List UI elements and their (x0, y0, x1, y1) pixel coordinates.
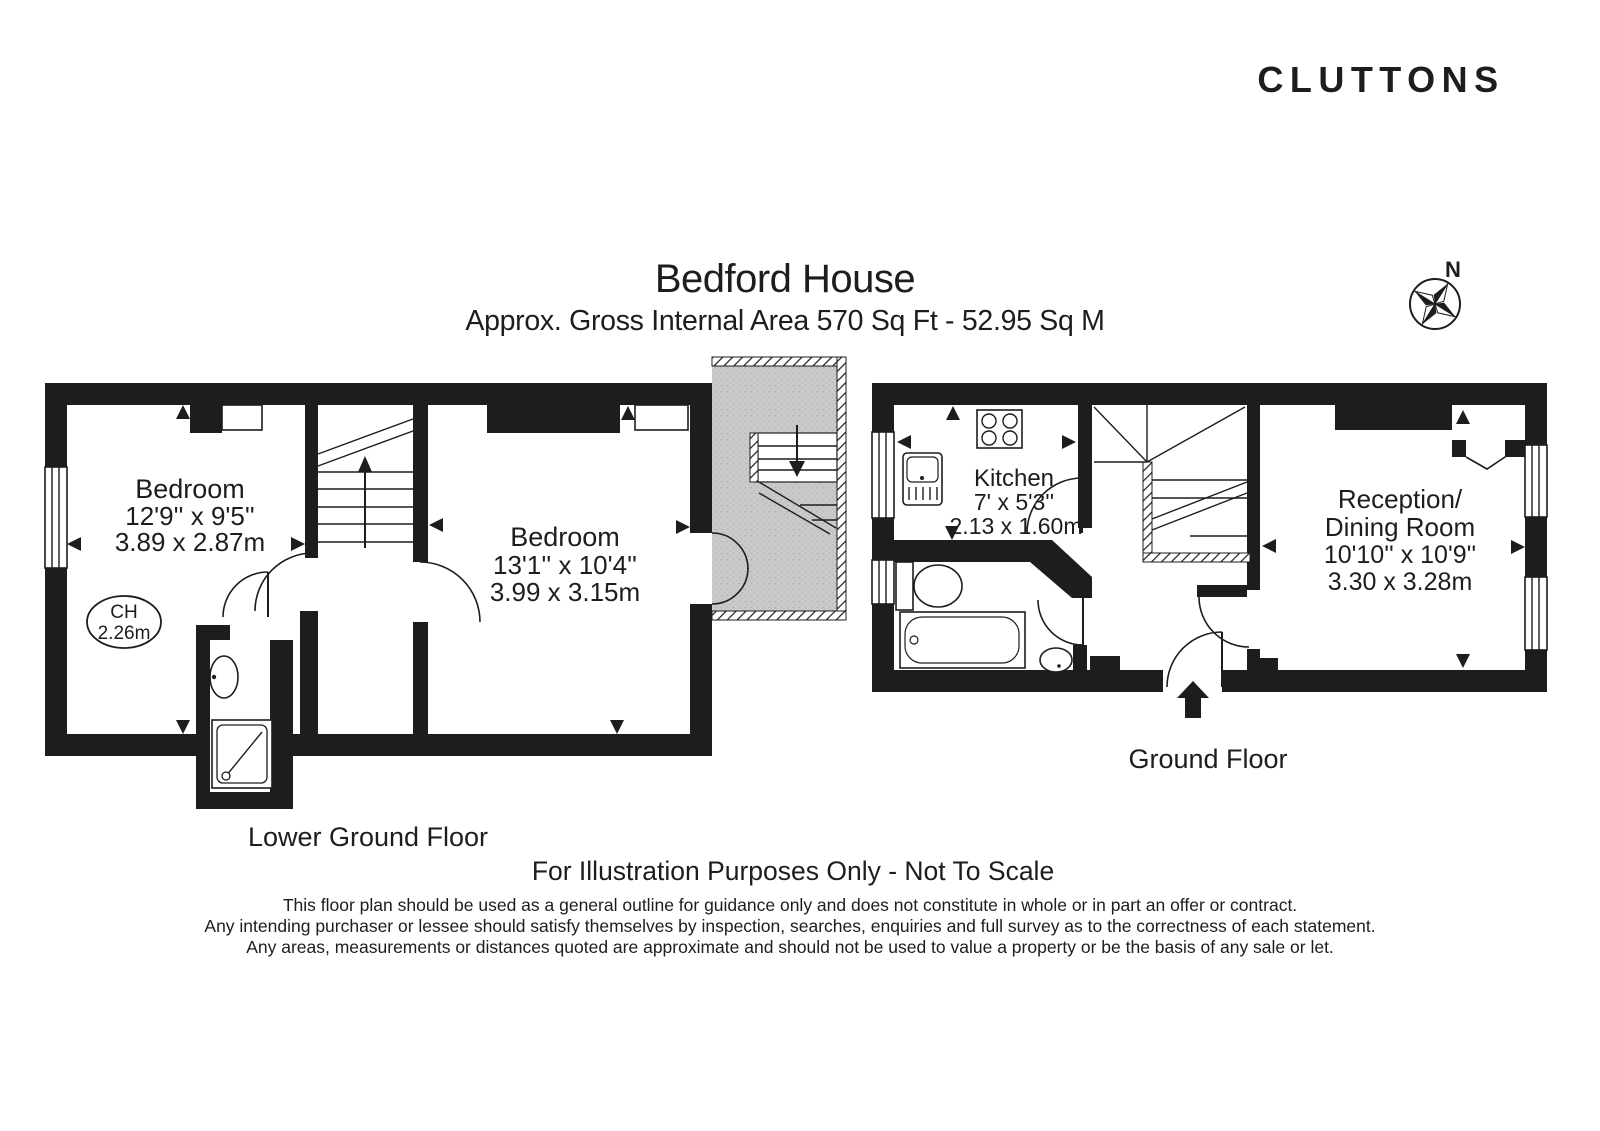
svg-text:Bedroom: Bedroom (510, 522, 620, 552)
bedroom2-label: Bedroom 13'1'' x 10'4'' 3.99 x 3.15m (490, 522, 640, 607)
ground-stairs (1093, 405, 1248, 537)
stairs-down-arrow (789, 425, 805, 477)
lower-doors (222, 532, 749, 623)
stairs-up-arrow (358, 456, 372, 548)
svg-text:2.13 x 1.60m: 2.13 x 1.60m (950, 513, 1083, 539)
bathtub-icon (899, 611, 1026, 669)
lower-ground-plan: CH 2.26m Bedroom 12'9'' x 9'5'' 3.89 x 2… (44, 356, 847, 852)
shower-room (209, 655, 273, 789)
cupboard-bedroom2 (634, 404, 689, 431)
kitchen-window (871, 431, 895, 519)
svg-text:Kitchen: Kitchen (974, 465, 1054, 492)
washbasin-icon (1039, 647, 1073, 673)
ground-floor-caption: Ground Floor (1128, 744, 1287, 774)
shower-tray-icon (211, 719, 273, 789)
ground-doors (1026, 477, 1250, 688)
basin-icon (209, 655, 239, 699)
hob-icon (976, 409, 1023, 449)
reception-window-upper (1524, 444, 1548, 518)
toilet-icon (895, 561, 963, 611)
svg-text:7' x 5'3'': 7' x 5'3'' (974, 489, 1054, 515)
svg-text:13'1'' x 10'4'': 13'1'' x 10'4'' (493, 550, 637, 580)
front-door-chevron (1465, 454, 1509, 470)
bedroom1-window (44, 466, 68, 569)
compass-north-label: N (1445, 257, 1461, 282)
reception-label: Reception/ Dining Room 10'10'' x 10'9'' … (1324, 484, 1476, 596)
svg-text:3.30 x 3.28m: 3.30 x 3.28m (1328, 568, 1473, 596)
footer: For Illustration Purposes Only - Not To … (204, 856, 1375, 957)
disclaimer-line-2: Any intending purchaser or lessee should… (204, 916, 1375, 936)
svg-text:12'9'' x 9'5'': 12'9'' x 9'5'' (125, 501, 255, 531)
disclaimer-line-3: Any areas, measurements or distances quo… (246, 937, 1334, 957)
ch-label: CH (110, 602, 137, 623)
svg-text:Bedroom: Bedroom (135, 474, 245, 504)
lower-walls (45, 383, 712, 809)
ch-value: 2.26m (98, 623, 151, 644)
lower-floor-caption: Lower Ground Floor (248, 822, 488, 852)
ground-walls (872, 383, 1547, 692)
exterior-steps (749, 425, 838, 535)
svg-text:Dining Room: Dining Room (1325, 512, 1475, 542)
page-subtitle: Approx. Gross Internal Area 570 Sq Ft - … (465, 305, 1104, 337)
kitchen-label: Kitchen 7' x 5'3'' 2.13 x 1.60m (950, 465, 1083, 539)
disclaimer-line-1: This floor plan should be used as a gene… (283, 895, 1297, 915)
ground-floor-plan: Kitchen 7' x 5'3'' 2.13 x 1.60m Receptio… (871, 383, 1548, 774)
french-doors (711, 532, 749, 605)
reception-window-lower (1524, 576, 1548, 651)
bedroom1-label: Bedroom 12'9'' x 9'5'' 3.89 x 2.87m (115, 474, 265, 557)
kitchen-sink-icon (902, 452, 943, 506)
svg-text:3.89 x 2.87m: 3.89 x 2.87m (115, 527, 265, 557)
brand-logo: CLUTTONS (1257, 59, 1504, 100)
lower-stairs (317, 418, 414, 548)
entrance-arrow (1177, 681, 1209, 718)
bathroom-window (871, 559, 895, 605)
entrance-door (1166, 631, 1223, 688)
svg-text:3.99 x 3.15m: 3.99 x 3.15m (490, 577, 640, 607)
kitchen-fixtures (902, 409, 1023, 506)
compass-icon: N (1409, 257, 1461, 330)
svg-text:10'10'' x 10'9'': 10'10'' x 10'9'' (1324, 541, 1476, 569)
ground-dimension-markers (897, 406, 1525, 668)
ceiling-height-badge: CH 2.26m (86, 595, 162, 649)
scale-notice: For Illustration Purposes Only - Not To … (532, 856, 1054, 886)
exterior-stairwell (711, 356, 847, 621)
bathroom-fixtures (895, 561, 1073, 673)
svg-text:Reception/: Reception/ (1338, 484, 1463, 514)
lower-dimension-markers (67, 405, 690, 734)
page-title: Bedford House (655, 257, 915, 301)
cupboard-bedroom1 (221, 404, 263, 431)
